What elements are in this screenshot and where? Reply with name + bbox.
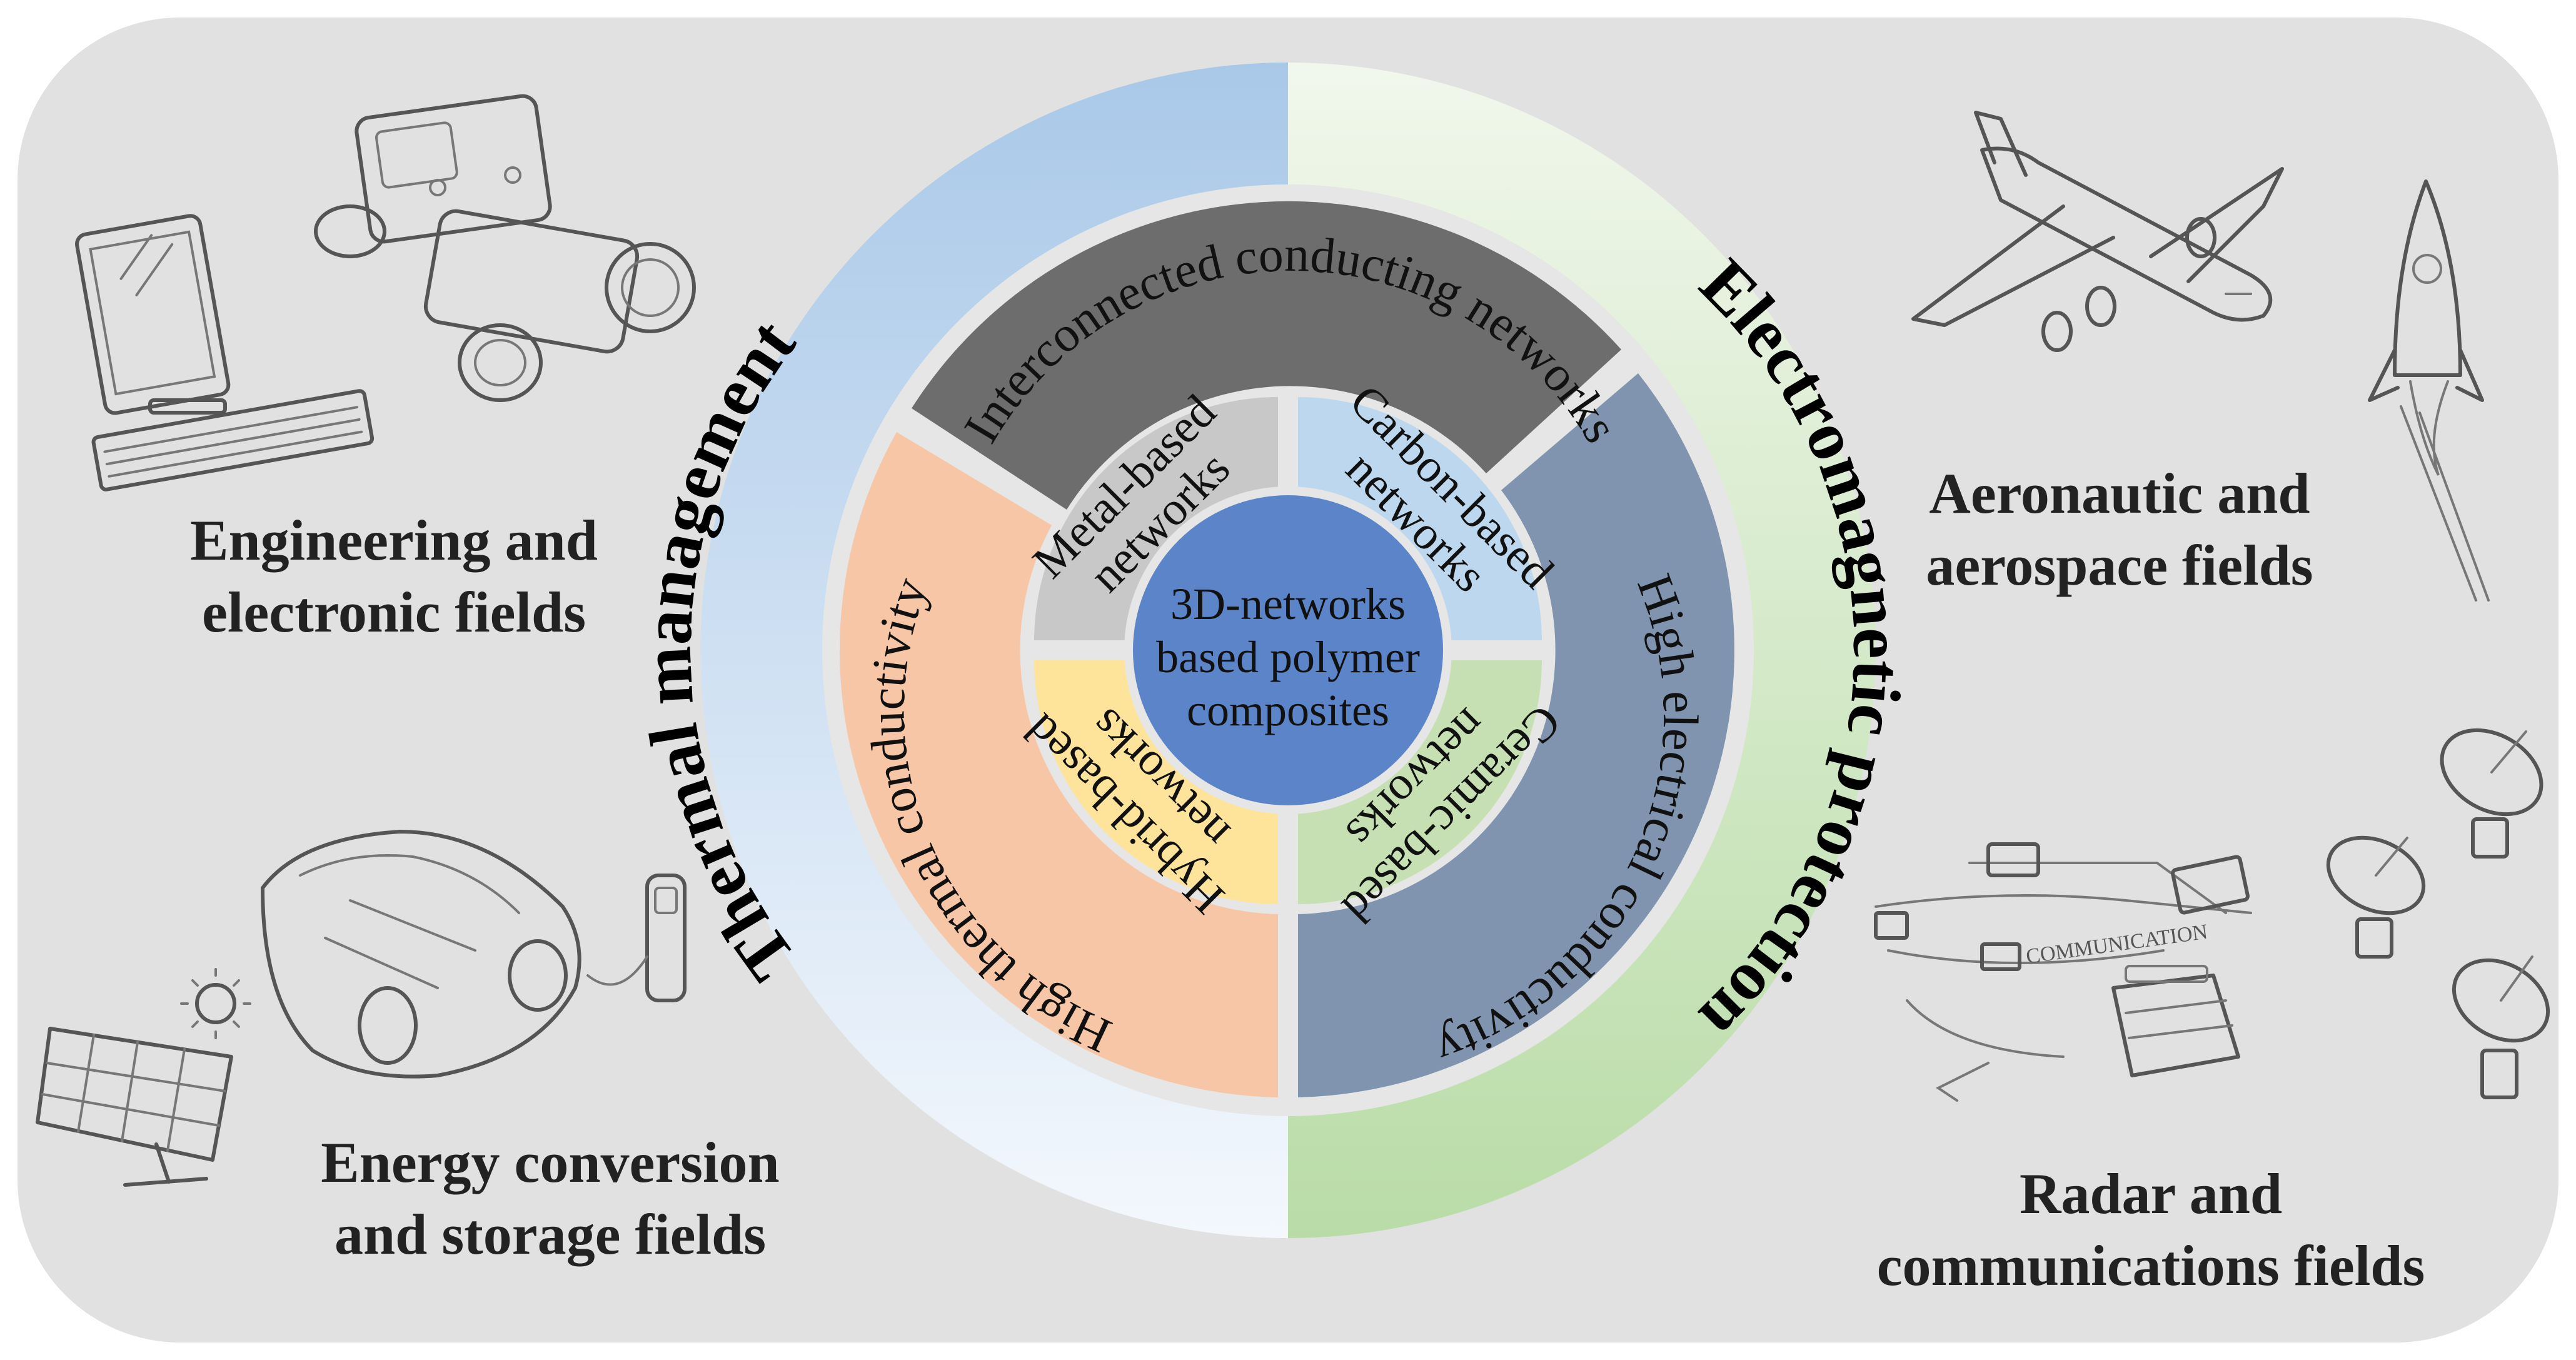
center-label-line1: 3D-networks xyxy=(1170,579,1406,629)
interconnected-networks-segment xyxy=(912,201,1621,510)
typewriter-icon xyxy=(2111,965,2240,1077)
satellite-dish-icon xyxy=(2326,728,2550,1099)
engineering-fields-label-line1: Engineering and xyxy=(190,508,598,572)
charger-icon xyxy=(586,874,687,1002)
center-label-line2: based polymer xyxy=(1156,632,1420,682)
engine-part-icon xyxy=(314,94,696,402)
center-circle xyxy=(1133,495,1443,805)
radar-fields-label-line1: Radar and xyxy=(2020,1162,2282,1226)
sun-icon xyxy=(180,968,251,1039)
energy-fields-label-line1: Energy conversion xyxy=(321,1131,779,1194)
tablet-keyboard-icon xyxy=(75,214,375,491)
electrical-conductivity-segment xyxy=(1298,373,1734,1097)
center-label-line3: composites xyxy=(1187,685,1389,735)
airplane-icon xyxy=(1911,111,2284,352)
thermal-conductivity-segment xyxy=(839,432,1278,1097)
solar-panel-icon xyxy=(36,1027,233,1187)
electric-car-icon xyxy=(261,830,581,1079)
energy-fields-label-line2: and storage fields xyxy=(335,1202,766,1266)
rocket-icon xyxy=(2368,179,2490,602)
radar-fields-label-line2: communications fields xyxy=(1877,1234,2425,1297)
engineering-fields-label-line2: electronic fields xyxy=(202,580,586,644)
aerospace-fields-label-line2: aerospace fields xyxy=(1926,533,2313,597)
aerospace-fields-label-line1: Aeronautic and xyxy=(1929,461,2310,525)
